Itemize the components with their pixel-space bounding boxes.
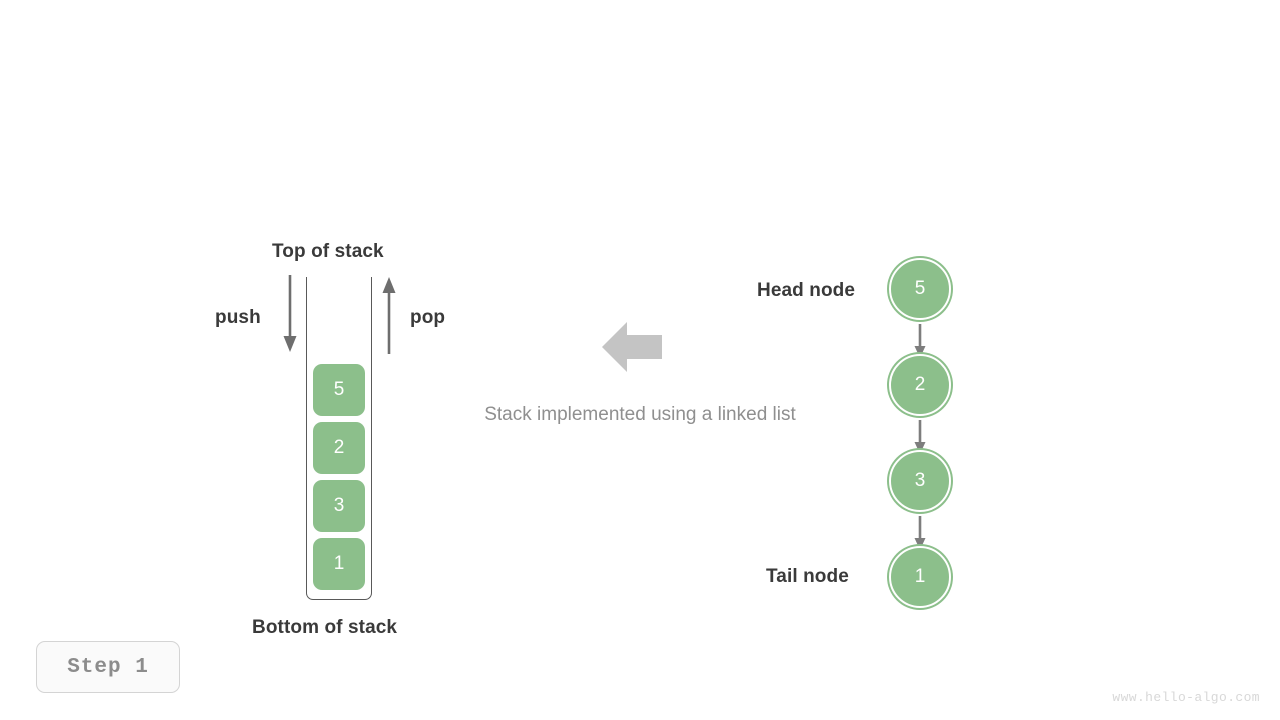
node-link-arrow-icon — [914, 420, 926, 454]
head-node-label: Head node — [757, 280, 856, 301]
stack-item-list: 5 2 3 1 — [313, 364, 365, 590]
pop-label: pop — [410, 307, 446, 328]
push-arrow-icon — [283, 275, 297, 352]
stack-cell: 2 — [313, 422, 365, 474]
linked-list-node: 5 — [889, 258, 951, 358]
stack-diagram: Top of stack push pop 5 2 3 1 Bottom of … — [0, 0, 620, 720]
stack-container — [306, 277, 372, 600]
node-value: 1 — [914, 566, 926, 587]
step-badge-label: Step 1 — [67, 655, 149, 679]
top-of-stack-label: Top of stack — [272, 241, 384, 262]
node-value: 5 — [914, 278, 926, 299]
node-value: 3 — [914, 470, 926, 491]
linked-list-node: 1 — [889, 546, 951, 608]
push-label: push — [215, 307, 261, 328]
stack-cell: 3 — [313, 480, 365, 532]
tail-node-label: Tail node — [766, 566, 849, 587]
node-link-arrow-icon — [914, 516, 926, 550]
diagram-caption: Stack implemented using a linked list — [484, 404, 796, 425]
linked-list-node: 2 — [889, 354, 951, 454]
pop-arrow-icon — [382, 277, 396, 354]
linked-list-nodes: 5 2 3 1 — [889, 258, 951, 608]
left-arrow-icon — [602, 322, 662, 372]
linked-list-node: 3 — [889, 450, 951, 550]
step-badge: Step 1 — [36, 641, 180, 693]
stack-cell: 5 — [313, 364, 365, 416]
node-value: 2 — [914, 374, 926, 395]
stack-cell: 1 — [313, 538, 365, 590]
bottom-of-stack-label: Bottom of stack — [252, 617, 398, 638]
watermark: www.hello-algo.com — [1112, 690, 1260, 705]
node-link-arrow-icon — [914, 324, 926, 358]
